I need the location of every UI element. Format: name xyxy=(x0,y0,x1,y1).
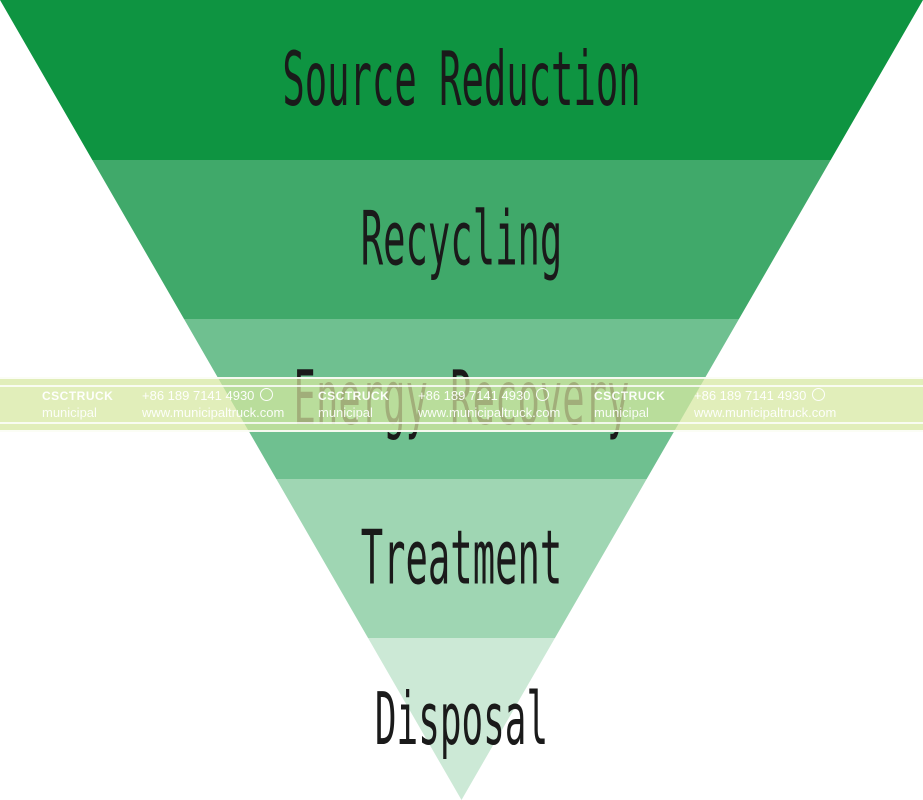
watermark-sub: municipal xyxy=(42,405,97,420)
watermark-line-bottom xyxy=(0,422,923,424)
watermark-phone: +86 189 7141 4930 xyxy=(418,388,550,403)
watermark-url: www.municipaltruck.com xyxy=(142,405,285,420)
watermark-line-top xyxy=(0,385,923,387)
watermark-unit: CSCTRUCK municipal +86 189 7141 4930 www… xyxy=(318,385,598,425)
whatsapp-icon xyxy=(536,388,550,401)
watermark-phone: +86 189 7141 4930 xyxy=(142,388,274,403)
pyramid-tier-5 xyxy=(368,638,555,800)
watermark-brand: CSCTRUCK xyxy=(594,389,666,403)
tier-label-5: Disposal xyxy=(375,678,548,762)
watermark-url: www.municipaltruck.com xyxy=(694,405,837,420)
watermark-url: www.municipaltruck.com xyxy=(418,405,561,420)
watermark-brand: CSCTRUCK xyxy=(42,389,114,403)
watermark-sub: municipal xyxy=(594,405,649,420)
watermark-phone-text: +86 189 7141 4930 xyxy=(418,388,531,403)
pyramid-tier-4 xyxy=(276,479,647,638)
pyramid-tier-2 xyxy=(92,160,831,319)
watermark-band: CSCTRUCK municipal +86 189 7141 4930 www… xyxy=(0,377,923,432)
watermark-phone-text: +86 189 7141 4930 xyxy=(142,388,255,403)
tier-label-2: Recycling xyxy=(361,195,563,282)
tier-label-4: Treatment xyxy=(361,514,563,601)
watermark-sub: municipal xyxy=(318,405,373,420)
tier-label-1: Source Reduction xyxy=(282,35,640,122)
watermark-unit: CSCTRUCK municipal +86 189 7141 4930 www… xyxy=(594,385,874,425)
pyramid-tier-1 xyxy=(0,0,923,160)
watermark-phone: +86 189 7141 4930 xyxy=(694,388,826,403)
watermark-phone-text: +86 189 7141 4930 xyxy=(694,388,807,403)
watermark-unit: CSCTRUCK municipal +86 189 7141 4930 www… xyxy=(42,385,322,425)
whatsapp-icon xyxy=(812,388,826,401)
watermark-brand: CSCTRUCK xyxy=(318,389,390,403)
whatsapp-icon xyxy=(260,388,274,401)
